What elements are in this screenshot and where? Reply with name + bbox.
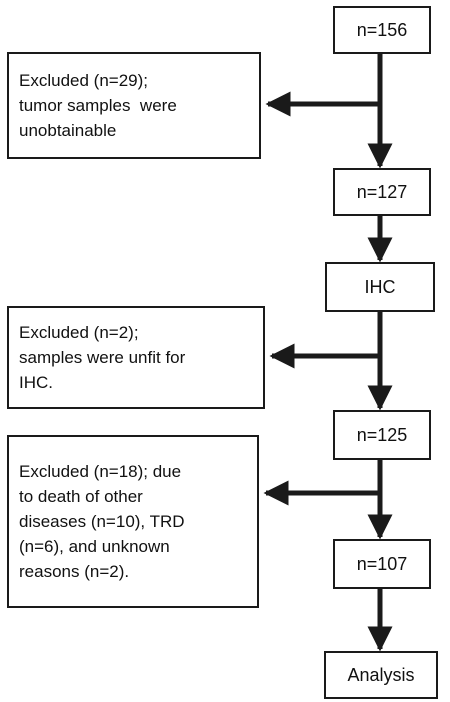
node-ihc-label: IHC	[364, 276, 396, 297]
node-n156-label: n=156	[356, 19, 408, 40]
exclusion-3-line-1: Excluded (n=18); due	[19, 462, 182, 481]
exclusion-2-line-3: IHC.	[19, 373, 53, 392]
exclusion-3-line-3: diseases (n=10), TRD	[19, 512, 185, 531]
node-n156: n=156	[333, 6, 431, 54]
node-analysis-label: Analysis	[347, 664, 415, 685]
exclusion-box-1: Excluded (n=29); tumor samples were unob…	[7, 52, 261, 159]
exclusion-1-line-3: unobtainable	[19, 121, 117, 140]
node-ihc: IHC	[325, 262, 435, 312]
node-n125: n=125	[333, 410, 431, 460]
exclusion-3-line-5: reasons (n=2).	[19, 562, 130, 581]
node-n107: n=107	[333, 539, 431, 589]
node-n125-label: n=125	[356, 424, 408, 445]
exclusion-2-line-2: samples were unfit for	[19, 348, 186, 367]
exclusion-1-line-1: Excluded (n=29);	[19, 71, 148, 90]
node-n127: n=127	[333, 168, 431, 216]
exclusion-2-line-1: Excluded (n=2);	[19, 323, 139, 342]
exclusion-3-line-2: to death of other	[19, 487, 143, 506]
exclusion-box-3: Excluded (n=18); due to death of other d…	[7, 435, 259, 608]
exclusion-box-2: Excluded (n=2); samples were unfit for I…	[7, 306, 265, 409]
exclusion-1-line-2: tumor samples were	[19, 96, 177, 115]
node-analysis: Analysis	[324, 651, 438, 699]
exclusion-3-line-4: (n=6), and unknown	[19, 537, 170, 556]
node-n127-label: n=127	[356, 181, 408, 202]
node-n107-label: n=107	[356, 553, 408, 574]
